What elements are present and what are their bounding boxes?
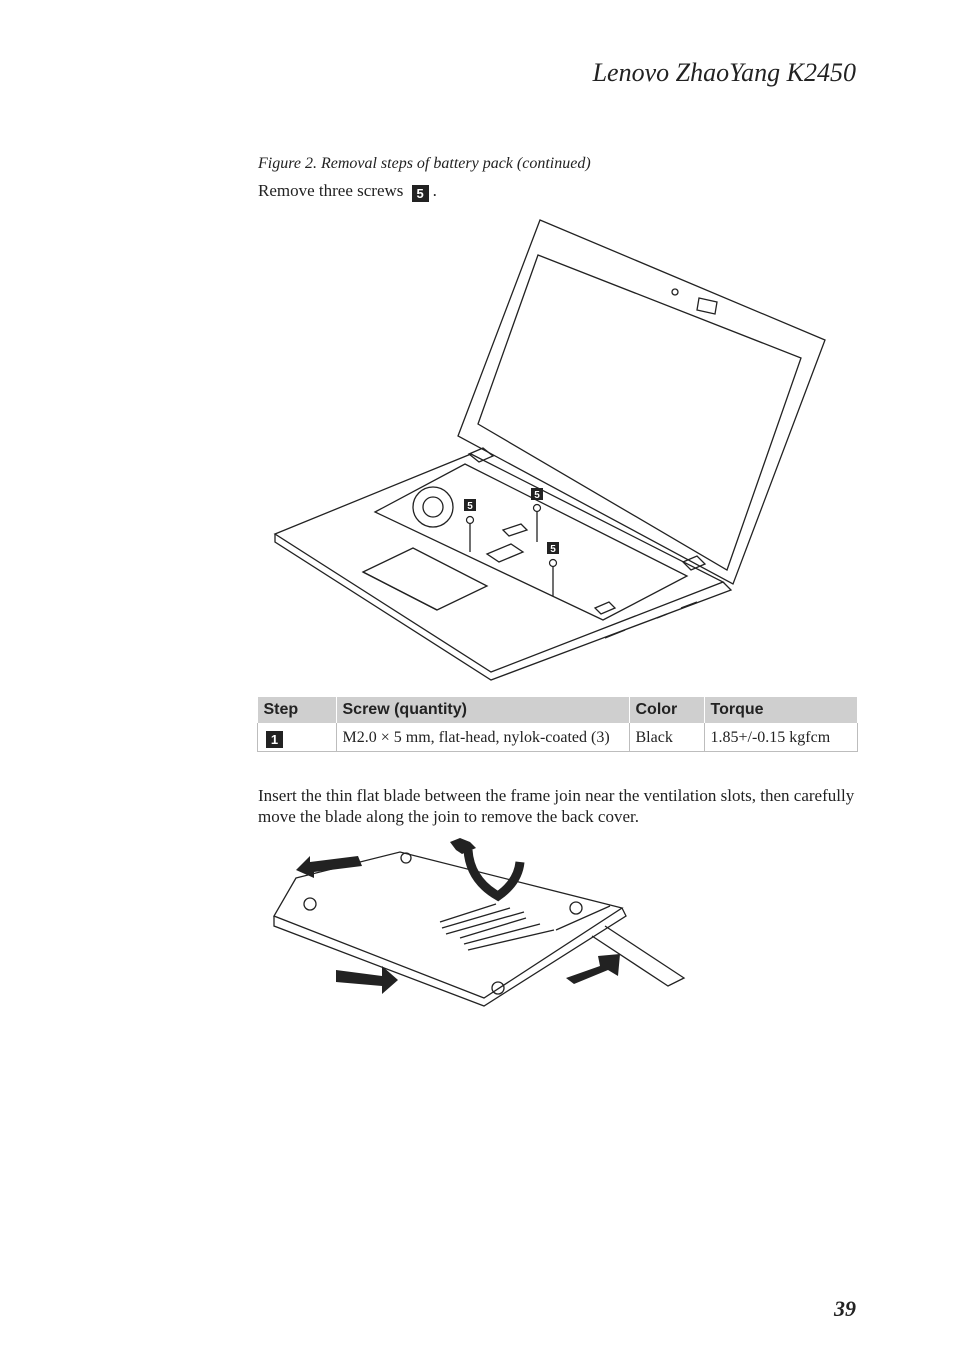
sensor-window [696, 297, 718, 315]
rubber-foot [303, 897, 317, 911]
table-header-screw: Screw (quantity) [336, 697, 630, 723]
screw-icon [548, 558, 558, 568]
fingerprint-connector [593, 601, 617, 615]
table-header-color: Color [629, 697, 705, 723]
table-header-row: Step Screw (quantity) Color Torque [257, 697, 858, 723]
rubber-foot [569, 901, 583, 915]
laptop-bottom-edge [273, 907, 627, 1007]
fan-outline [412, 486, 454, 528]
screw-icon [465, 515, 475, 525]
screw-callout-box [547, 542, 559, 554]
back-cover-removal-illustration [273, 838, 686, 1007]
figure-caption: Figure 2. Removal steps of battery pack … [258, 155, 591, 172]
screw-icon [532, 503, 542, 513]
table-header-step: Step [257, 697, 337, 723]
keyboard-cavity [373, 463, 689, 621]
slide-arrow-left [296, 856, 362, 878]
screw-spec-table: Step Screw (quantity) Color Torque 1 M2.… [257, 697, 858, 752]
vent-slots [439, 903, 525, 935]
laptop-screws-illustration: 5 5 5 [273, 219, 826, 681]
laptop-base-outline [273, 453, 725, 673]
rubber-foot [491, 981, 505, 995]
page-number: 39 [834, 1296, 856, 1321]
step-number-box: 1 [266, 731, 283, 748]
step-callout-box: 5 [411, 185, 429, 202]
laptop-screen [477, 254, 802, 571]
right-hinge [681, 555, 707, 571]
screw-callout-box [531, 488, 543, 500]
fan-hub [422, 496, 444, 518]
instruction-text: Remove three screws [258, 181, 404, 200]
screw-callout-label: 5 [550, 544, 556, 555]
base-side-edge [274, 534, 733, 681]
table-cell-color: Black [628, 723, 705, 752]
side-port [555, 905, 611, 931]
table-row: 1 M2.0 × 5 mm, flat-head, nylok-coated (… [257, 723, 858, 752]
table-cell-step: 1 [257, 723, 337, 752]
instruction-suffix: . [432, 181, 437, 200]
left-hinge [467, 447, 495, 463]
laptop-lid-outline [457, 219, 826, 585]
touchpad [361, 547, 489, 611]
lift-arrow [463, 849, 525, 902]
pry-blade [591, 925, 686, 987]
insert-arrow [566, 954, 620, 984]
side-port [680, 601, 698, 609]
laptop-bottom-cover [273, 851, 624, 999]
webcam-icon [671, 288, 679, 296]
screw-callout-box [464, 499, 476, 511]
touchpad-button-line [362, 571, 438, 611]
board-connector [485, 543, 525, 563]
screw-callout-label: 5 [534, 490, 540, 501]
table-cell-screw: M2.0 × 5 mm, flat-head, nylok-coated (3) [335, 723, 630, 752]
vent-slots [459, 917, 555, 951]
instruction-line: Remove three screws 5. [258, 181, 437, 202]
side-port [604, 629, 626, 639]
table-header-torque: Torque [704, 697, 858, 723]
screw-callout-label: 5 [467, 501, 473, 512]
slide-arrow-down-right [336, 966, 398, 994]
side-port [656, 613, 668, 619]
rubber-foot [400, 852, 412, 864]
table-cell-torque: 1.85+/-0.15 kgfcm [703, 723, 858, 752]
board-connector-small [501, 523, 529, 537]
document-header-title: Lenovo ZhaoYang K2450 [592, 58, 856, 87]
instruction-paragraph: Insert the thin flat blade between the f… [258, 786, 855, 826]
